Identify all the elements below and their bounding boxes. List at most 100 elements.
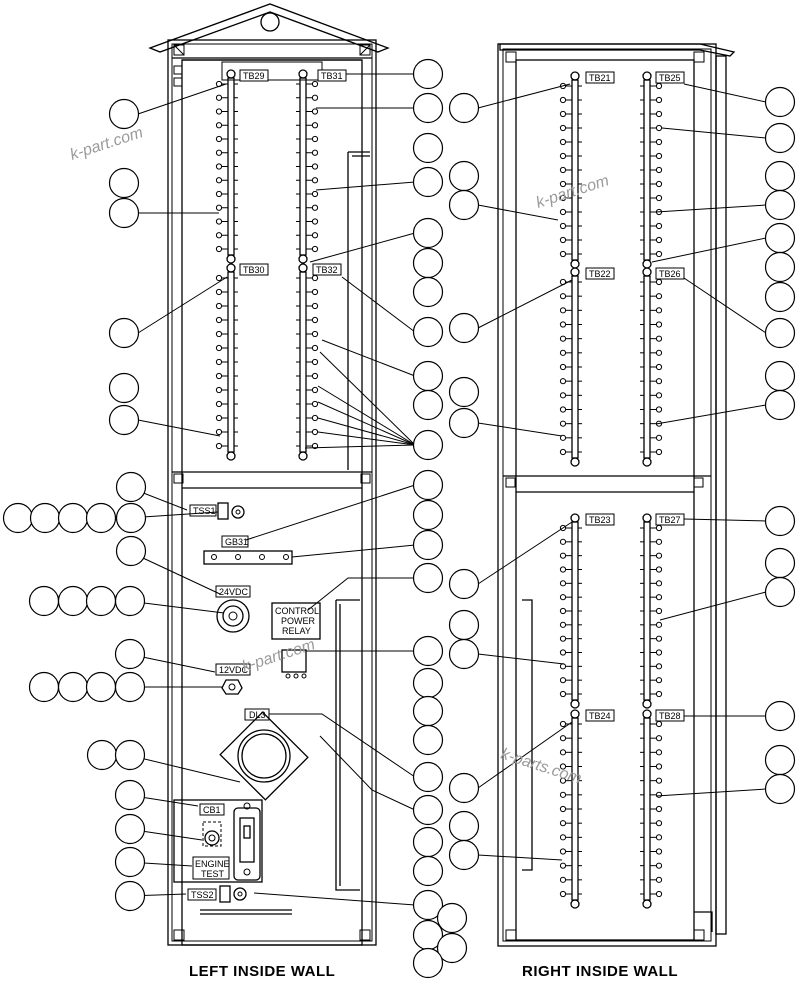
- callout-bubble: [108, 372, 140, 404]
- tb25-label: TB25: [655, 71, 685, 84]
- tb30-label: TB30: [239, 263, 269, 276]
- right-inside-wall-panel: [497, 43, 736, 947]
- callout-bubble: [57, 502, 89, 534]
- callout-bubble: [764, 744, 796, 776]
- callout-bubble: [114, 779, 146, 811]
- svg-text:TB29: TB29: [243, 71, 265, 81]
- tb24-label: TB24: [585, 709, 615, 722]
- tb31-strip: [296, 69, 319, 264]
- callout-bubble: [108, 404, 140, 436]
- callout-bubble: [412, 499, 444, 531]
- callout-bubble: [448, 160, 480, 192]
- callout-bubble: [412, 247, 444, 279]
- callout-bubble: [764, 122, 796, 154]
- svg-text:12VDC: 12VDC: [219, 665, 249, 675]
- svg-text:TB28: TB28: [659, 711, 681, 721]
- callout-bubble: [115, 535, 147, 567]
- callout-bubble: [57, 585, 89, 617]
- tb26-label: TB26: [655, 267, 685, 280]
- callout-bubble: [448, 92, 480, 124]
- callout-bubble: [436, 932, 468, 964]
- svg-text:ENGINE: ENGINE: [195, 859, 230, 869]
- callout-bubble: [448, 189, 480, 221]
- svg-text:TB27: TB27: [659, 515, 681, 525]
- callout-bubble: [448, 312, 480, 344]
- tb27-strip: [640, 513, 663, 709]
- callout-bubble: [114, 739, 146, 771]
- svg-text:POWER: POWER: [281, 616, 316, 626]
- control-power-relay: CONTROL POWER RELAY: [271, 602, 321, 679]
- tb29-strip: [215, 69, 238, 264]
- callout-bubble: [412, 761, 444, 793]
- callout-bubble: [115, 502, 147, 534]
- callout-bubble: [448, 376, 480, 408]
- svg-text:TB23: TB23: [589, 515, 611, 525]
- callout-bubble: [29, 502, 61, 534]
- tb32-strip: [296, 263, 319, 461]
- callout-bubble: [448, 638, 480, 670]
- tb28-label: TB28: [655, 709, 685, 722]
- callout-bubble: [764, 360, 796, 392]
- callout-bubble: [436, 902, 468, 934]
- tb28-strip: [640, 709, 663, 909]
- svg-text:CONTROL: CONTROL: [275, 606, 319, 616]
- callout-bubble: [108, 197, 140, 229]
- callout-bubble: [764, 189, 796, 221]
- 24vdc-receptacle: 24VDC: [215, 585, 251, 633]
- callout-bubble: [764, 773, 796, 805]
- tb22-strip: [559, 267, 582, 467]
- svg-text:TB31: TB31: [321, 71, 343, 81]
- dl3-dome-light: DL3: [219, 708, 309, 801]
- callout-bubble: [448, 407, 480, 439]
- svg-text:GB31: GB31: [225, 537, 248, 547]
- svg-text:TB26: TB26: [659, 269, 681, 279]
- callout-bubble: [108, 317, 140, 349]
- callout-bubble: [448, 772, 480, 804]
- callout-bubble: [412, 92, 444, 124]
- callout-bubbles: [2, 58, 796, 979]
- tb21-label: TB21: [585, 71, 615, 84]
- callout-bubble: [412, 276, 444, 308]
- callout-bubble: [412, 217, 444, 249]
- 12vdc-receptacle: 12VDC: [215, 663, 251, 695]
- callout-bubble: [764, 222, 796, 254]
- callout-bubble: [57, 671, 89, 703]
- callout-bubble: [412, 794, 444, 826]
- callout-bubble: [764, 576, 796, 608]
- callout-bubble: [412, 360, 444, 392]
- tb30-strip: [215, 263, 238, 461]
- callout-bubble: [114, 846, 146, 878]
- callout-bubble: [28, 671, 60, 703]
- right-terminal-strips: [559, 71, 663, 909]
- callout-bubble: [86, 739, 118, 771]
- callout-bubble: [764, 700, 796, 732]
- tb24-strip: [559, 709, 582, 909]
- tb25-strip: [640, 71, 663, 269]
- callout-bubble: [85, 671, 117, 703]
- left-wall-caption: LEFT INSIDE WALL: [189, 963, 336, 980]
- callout-bubble: [412, 889, 444, 921]
- callout-bubble: [764, 547, 796, 579]
- callout-bubble: [412, 947, 444, 979]
- svg-text:RELAY: RELAY: [282, 626, 311, 636]
- callout-bubble: [108, 167, 140, 199]
- gb31-ground-bar: GB31: [203, 535, 293, 565]
- callout-bubble: [412, 58, 444, 90]
- callout-bubble: [448, 568, 480, 600]
- tb27-label: TB27: [655, 513, 685, 526]
- callout-bubble: [412, 562, 444, 594]
- callout-bubble: [412, 855, 444, 887]
- svg-text:TB32: TB32: [316, 265, 338, 275]
- callout-bubble: [764, 281, 796, 313]
- callout-bubble: [412, 389, 444, 421]
- callout-bubble: [412, 724, 444, 756]
- callout-bubble: [412, 166, 444, 198]
- tb31-label: TB31: [317, 69, 347, 82]
- callout-bubble: [114, 880, 146, 912]
- callout-bubble: [764, 317, 796, 349]
- svg-text:24VDC: 24VDC: [219, 587, 249, 597]
- callout-bubble: [85, 502, 117, 534]
- callout-bubble: [115, 471, 147, 503]
- svg-text:TSS2: TSS2: [191, 890, 214, 900]
